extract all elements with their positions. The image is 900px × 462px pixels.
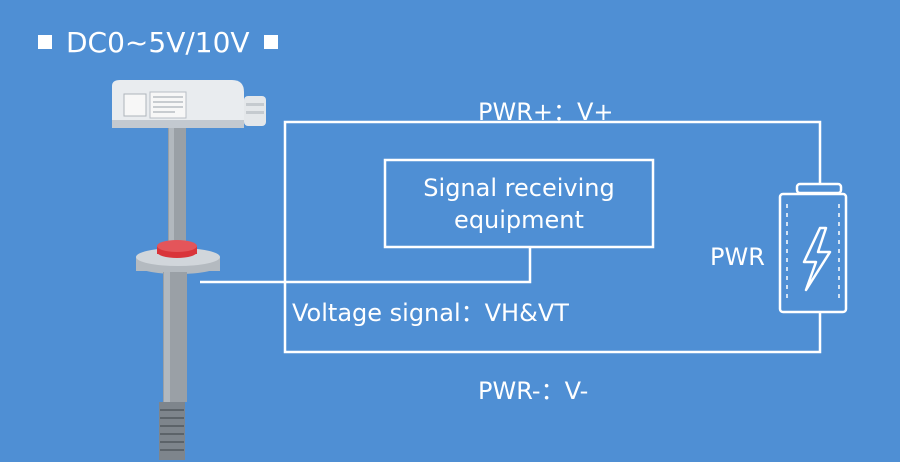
receiver-label-line1: Signal receiving [423, 174, 615, 202]
pwr-label: PWR [710, 243, 765, 271]
square-bullet-icon [263, 35, 278, 49]
title-text: DC0~5V/10V [66, 25, 250, 59]
signal-receiver-box [383, 158, 655, 249]
square-bullet-icon [38, 35, 52, 49]
receiver-label-line2: equipment [454, 206, 584, 234]
page-title: DC0~5V/10V [38, 22, 278, 62]
pwr-plus-label: PWR+：V+ [478, 98, 614, 126]
circuit-wire [283, 120, 822, 354]
duct-sensor-icon [112, 80, 266, 460]
signal-wire [200, 247, 532, 284]
battery-lightning-icon [778, 182, 848, 314]
voltage-signal-label: Voltage signal：VH&VT [292, 299, 569, 327]
pwr-minus-label: PWR-：V- [478, 377, 589, 405]
